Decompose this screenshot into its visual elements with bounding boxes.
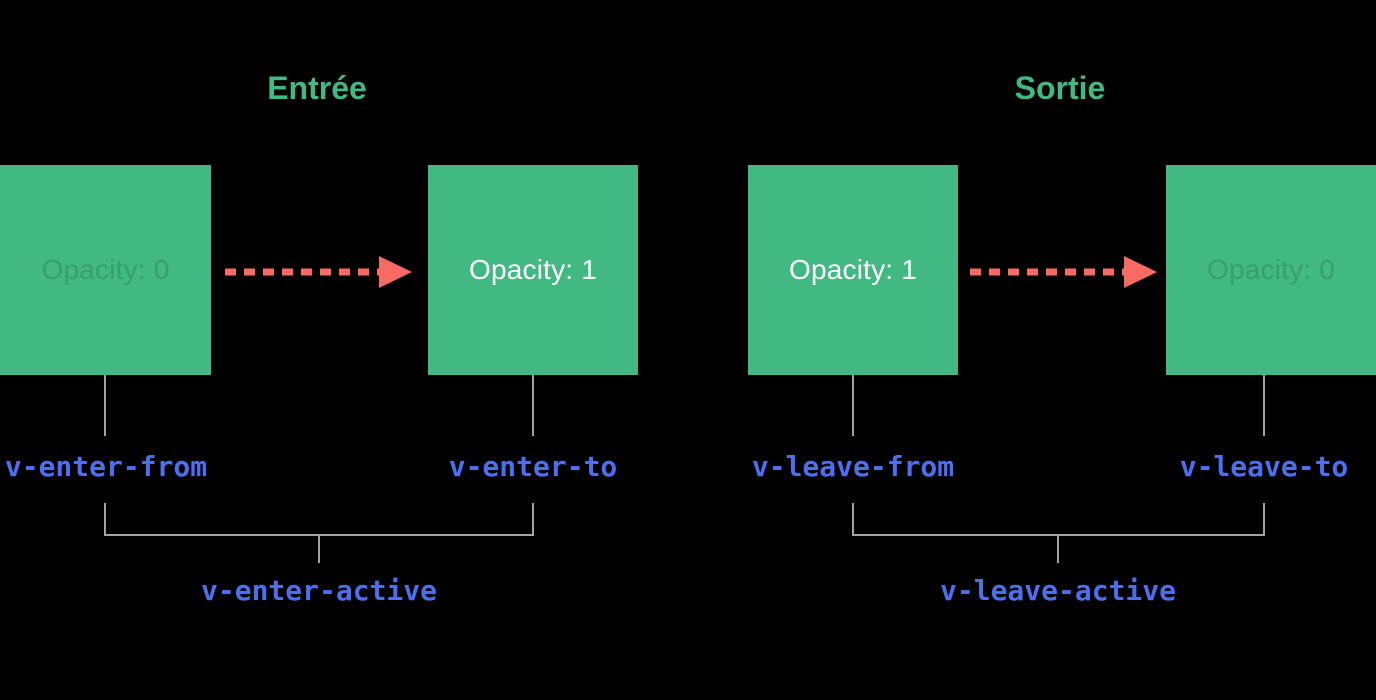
v-enter-from-label: v-enter-from: [4, 450, 208, 483]
v-enter-active-label: v-enter-active: [200, 574, 438, 607]
v-enter-to-label: v-enter-to: [448, 450, 618, 483]
leave-to-box-label: Opacity: 0: [1206, 254, 1336, 285]
v-leave-from-label: v-leave-from: [751, 450, 955, 483]
enter-from-box: Opacity: 0: [0, 165, 211, 375]
arrow-head: [1124, 256, 1157, 288]
leave-to-box: Opacity: 0: [1166, 165, 1376, 375]
leave-active-bracket: [852, 503, 1265, 536]
enter-dashed-arrow-icon: [225, 256, 412, 288]
v-leave-active-label: v-leave-active: [939, 574, 1177, 607]
enter-section-title: Entrée: [267, 70, 367, 106]
leave-dashed-arrow-icon: [970, 256, 1157, 288]
enter-active-bracket: [104, 503, 534, 536]
connector-line: [532, 375, 534, 436]
connector-line: [104, 375, 106, 436]
connector-line: [852, 375, 854, 436]
arrow-head: [379, 256, 412, 288]
bracket-tick-line: [318, 536, 320, 563]
enter-to-box-label: Opacity: 1: [468, 254, 598, 285]
enter-from-box-label: Opacity: 0: [41, 254, 170, 285]
leave-section-title: Sortie: [1014, 70, 1106, 106]
bracket-tick-line: [1057, 536, 1059, 563]
enter-to-box: Opacity: 1: [428, 165, 638, 375]
leave-from-box: Opacity: 1: [748, 165, 958, 375]
v-leave-to-label: v-leave-to: [1179, 450, 1349, 483]
leave-from-box-label: Opacity: 1: [788, 254, 918, 285]
connector-line: [1263, 375, 1265, 436]
